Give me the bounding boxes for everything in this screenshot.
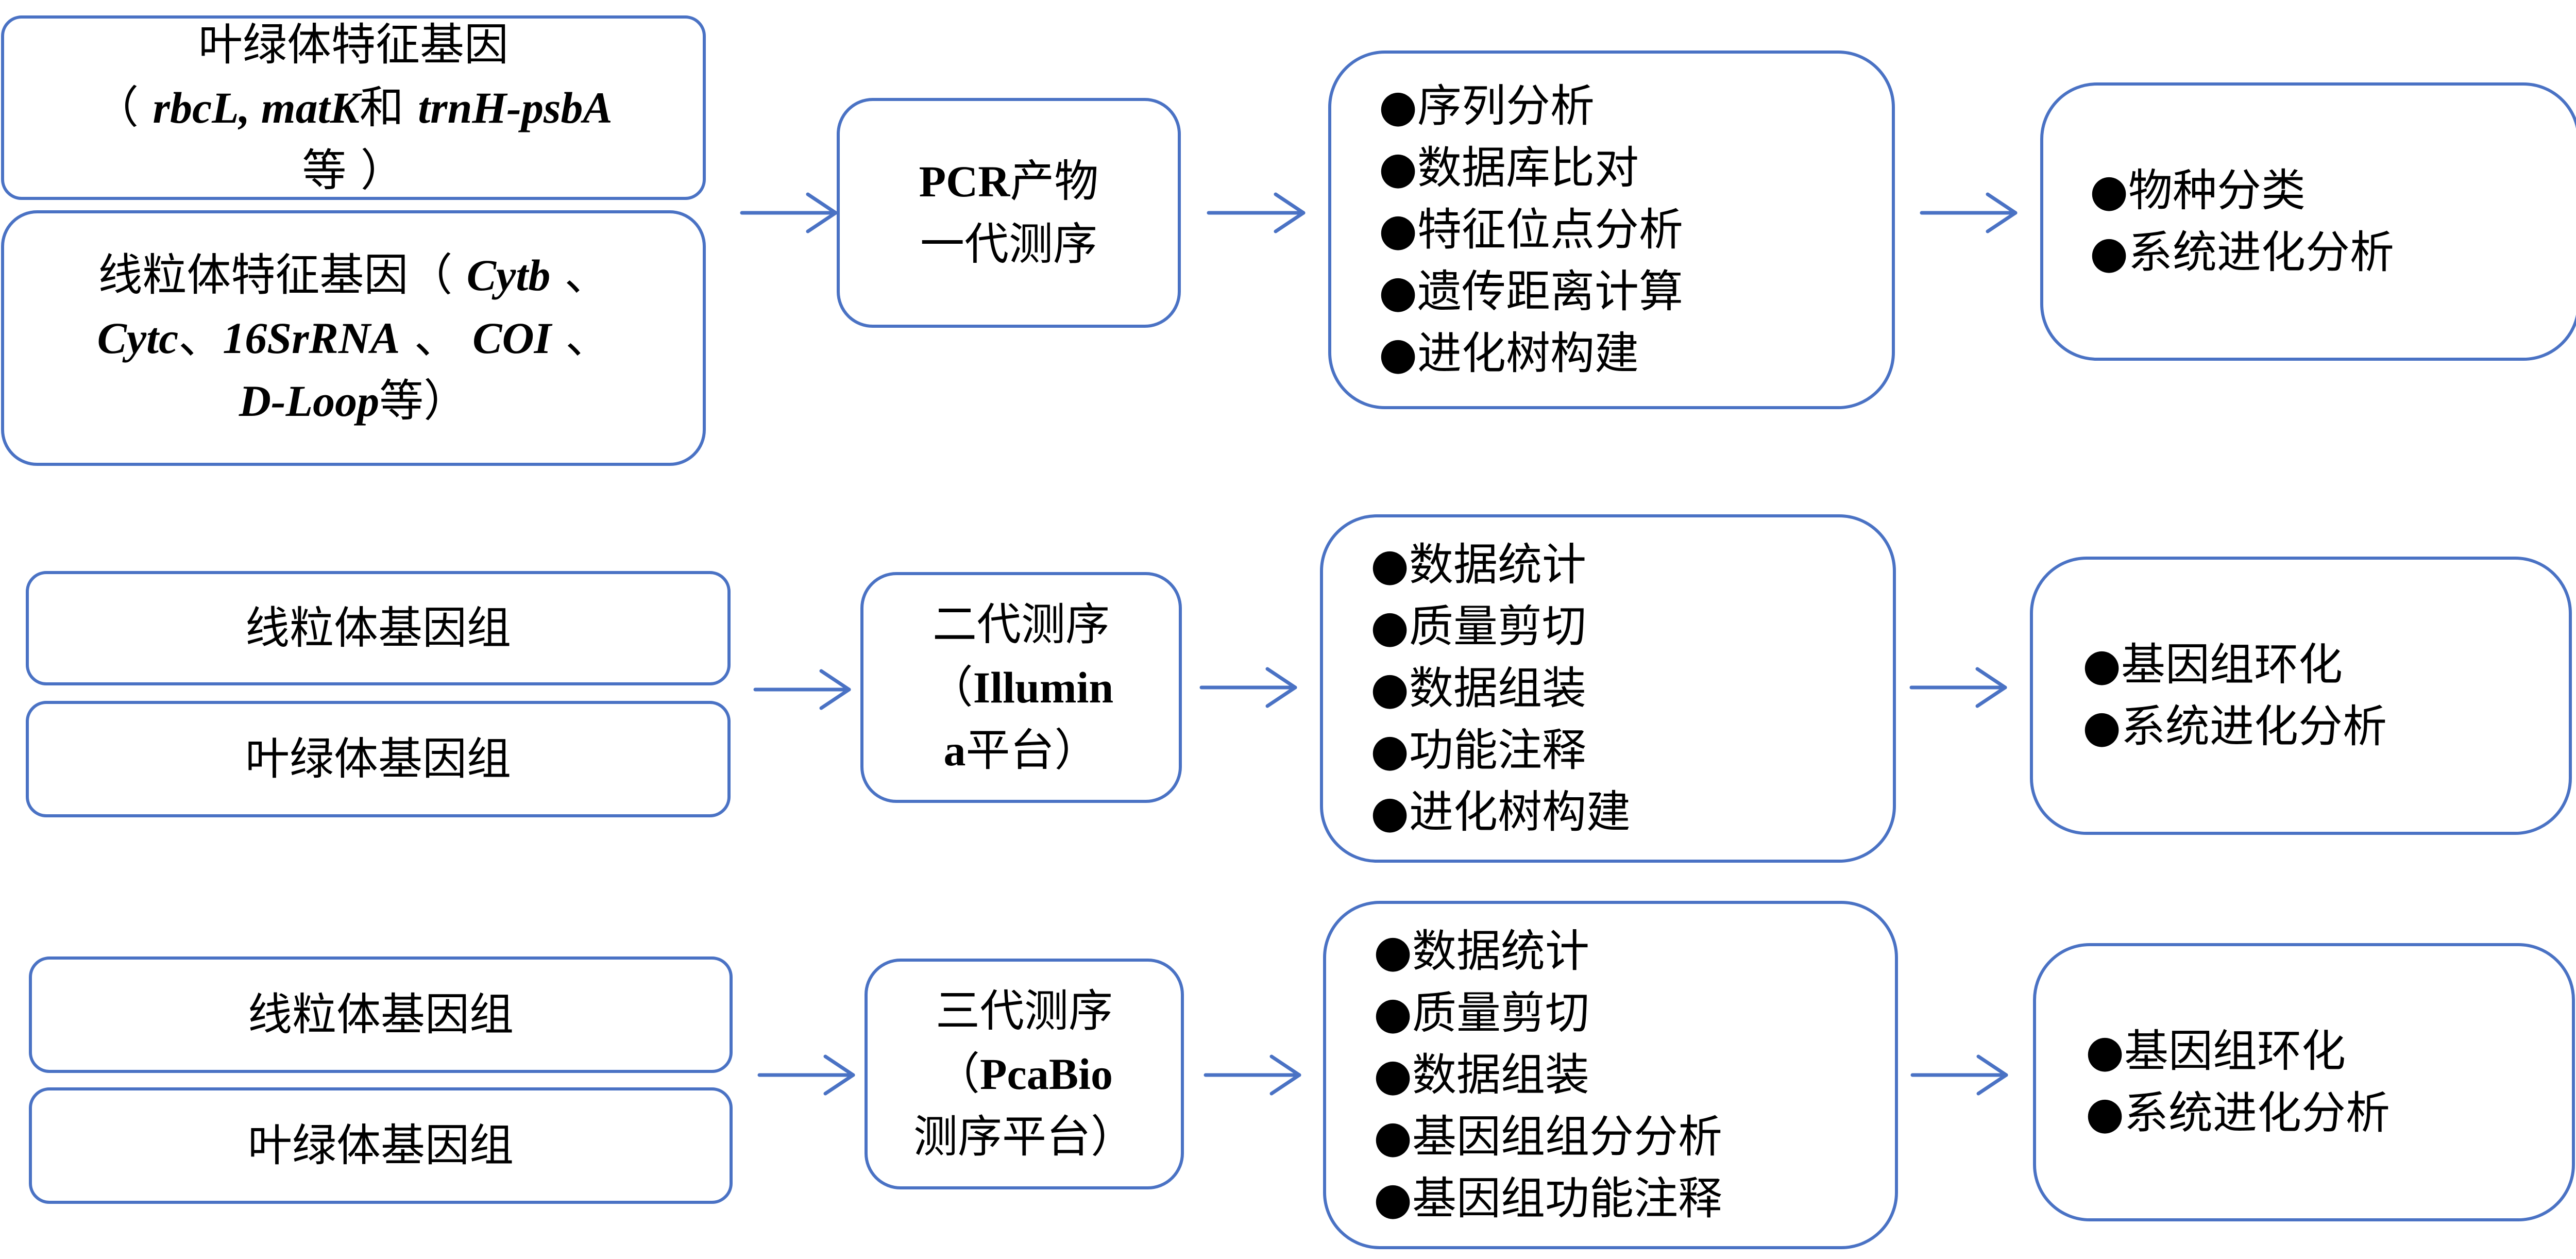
ngs-line2: （Illumin bbox=[928, 662, 1114, 713]
arrow-row1-3 bbox=[1920, 192, 2018, 233]
list-item: ●物种分类 bbox=[2090, 165, 2306, 216]
arrow-row1-1 bbox=[740, 192, 838, 233]
row3-mito-genome-box: 线粒体基因组 bbox=[29, 956, 733, 1073]
arrow-row2-3 bbox=[1909, 667, 2007, 708]
row2-mito-genome-box: 线粒体基因组 bbox=[26, 571, 731, 685]
row3-mito-label: 线粒体基因组 bbox=[248, 989, 514, 1040]
list-item: ●序列分析 bbox=[1379, 80, 1595, 132]
row1-analysis-box: ●序列分析 ●数据库比对 ●特征位点分析 ●遗传距离计算 ●进化树构建 bbox=[1328, 51, 1895, 409]
list-item: ●基因组组分分析 bbox=[1374, 1111, 1723, 1163]
ngs-illumina-box: 二代测序 （Illumin a平台） bbox=[860, 572, 1182, 803]
chloroplast-line2: （ rbcL, matK和 trnH-psbA bbox=[94, 82, 613, 133]
arrow-row1-2 bbox=[1207, 192, 1306, 233]
list-item: ●数据统计 bbox=[1374, 926, 1590, 977]
tgs-line3: 测序平台） bbox=[913, 1111, 1135, 1163]
mito-line3: D-Loop等） bbox=[239, 375, 468, 427]
row2-chloroplast-genome-box: 叶绿体基因组 bbox=[26, 701, 731, 817]
chloroplast-line3: 等 ） bbox=[302, 145, 405, 196]
row3-chloroplast-label: 叶绿体基因组 bbox=[248, 1120, 514, 1171]
ngs-line1: 二代测序 bbox=[933, 599, 1110, 650]
list-item: ●系统进化分析 bbox=[2086, 1087, 2391, 1139]
list-item: ●进化树构建 bbox=[1379, 328, 1639, 379]
chloroplast-marker-genes-box: 叶绿体特征基因 （ rbcL, matK和 trnH-psbA 等 ） bbox=[1, 15, 706, 200]
row3-analysis-box: ●数据统计 ●质量剪切 ●数据组装 ●基因组组分分析 ●基因组功能注释 bbox=[1323, 901, 1898, 1249]
list-item: ●系统进化分析 bbox=[2082, 701, 2387, 752]
tgs-line2: （PcaBio bbox=[936, 1048, 1113, 1100]
row2-analysis-box: ●数据统计 ●质量剪切 ●数据组装 ●功能注释 ●进化树构建 bbox=[1320, 514, 1896, 863]
arrow-row2-2 bbox=[1199, 667, 1297, 708]
pcr-line1: PCR产物 bbox=[919, 156, 1099, 207]
arrow-row2-1 bbox=[753, 669, 851, 710]
arrow-row3-1 bbox=[757, 1054, 855, 1096]
pcr-sanger-box: PCR产物 一代测序 bbox=[837, 98, 1181, 328]
list-item: ●基因组功能注释 bbox=[1374, 1173, 1723, 1224]
row1-outcome-box: ●物种分类 ●系统进化分析 bbox=[2040, 82, 2576, 361]
arrow-row3-2 bbox=[1204, 1054, 1301, 1096]
list-item: ●质量剪切 bbox=[1374, 987, 1590, 1039]
list-item: ●进化树构建 bbox=[1370, 786, 1631, 838]
list-item: ●数据统计 bbox=[1370, 539, 1587, 591]
list-item: ●功能注释 bbox=[1370, 725, 1587, 776]
chloroplast-line1: 叶绿体特征基因 bbox=[198, 19, 509, 71]
tgs-line1: 三代测序 bbox=[936, 985, 1113, 1037]
list-item: ●遗传距离计算 bbox=[1379, 266, 1684, 317]
row3-chloroplast-genome-box: 叶绿体基因组 bbox=[29, 1087, 733, 1204]
list-item: ●基因组环化 bbox=[2086, 1026, 2346, 1077]
list-item: ●数据组装 bbox=[1370, 663, 1587, 714]
row2-chloroplast-label: 叶绿体基因组 bbox=[245, 733, 511, 785]
list-item: ●质量剪切 bbox=[1370, 601, 1587, 652]
mitochondria-marker-genes-box: 线粒体特征基因（ Cytb 、 Cytc、16SrRNA 、 COI 、 D-L… bbox=[1, 210, 706, 466]
pcr-line2: 一代测序 bbox=[920, 219, 1097, 270]
row2-mito-label: 线粒体基因组 bbox=[245, 602, 511, 654]
list-item: ●特征位点分析 bbox=[1379, 204, 1684, 256]
mito-line1: 线粒体特征基因（ Cytb 、 bbox=[98, 249, 609, 301]
list-item: ●数据库比对 bbox=[1379, 142, 1639, 194]
mito-line2: Cytc、16SrRNA 、 COI 、 bbox=[97, 312, 610, 364]
row3-outcome-box: ●基因组环化 ●系统进化分析 bbox=[2033, 943, 2575, 1221]
arrow-row3-3 bbox=[1910, 1054, 2008, 1096]
list-item: ●系统进化分析 bbox=[2090, 227, 2395, 278]
row2-outcome-box: ●基因组环化 ●系统进化分析 bbox=[2030, 557, 2572, 835]
list-item: ●基因组环化 bbox=[2082, 639, 2343, 691]
tgs-pacbio-box: 三代测序 （PcaBio 测序平台） bbox=[865, 959, 1184, 1189]
ngs-line3: a平台） bbox=[943, 725, 1099, 776]
list-item: ●数据组装 bbox=[1374, 1049, 1590, 1101]
